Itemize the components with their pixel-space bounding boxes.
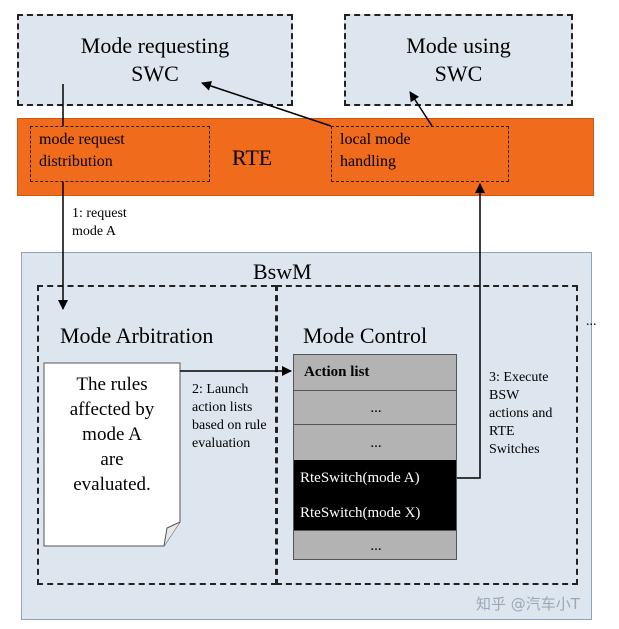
watermark: 知乎 @汽车小T — [476, 595, 580, 613]
step1-label: 1: request mode A — [72, 206, 127, 239]
mode-using-swc: Mode using SWC — [344, 14, 573, 106]
mode-request-distribution-box: mode request distribution — [30, 126, 210, 182]
action-row: ... — [294, 424, 456, 461]
mode-requesting-swc: Mode requesting SWC — [17, 14, 293, 106]
action-row-rteswitch-mode-x: RteSwitch(mode X) — [294, 496, 456, 530]
outside-ellipsis: ... — [586, 314, 597, 329]
mode-control-section — [276, 285, 578, 585]
step2-label: 2: Launch action lists based on rule eva… — [192, 382, 267, 451]
local-mode-handling-box: local mode handling — [331, 126, 509, 182]
action-row-rteswitch-mode-a: RteSwitch(mode A) — [294, 460, 456, 496]
action-list: Action list ... ... RteSwitch(mode A) Rt… — [293, 354, 457, 560]
rte-title: RTE — [232, 145, 273, 170]
bswm-title: BswM — [253, 259, 312, 284]
action-row: ... — [294, 530, 456, 559]
mode-arbitration-title: Mode Arbitration — [60, 323, 214, 348]
rules-document-text: The rules affected by mode A are evaluat… — [69, 374, 155, 495]
action-row: ... — [294, 390, 456, 425]
step3-label: 3: Execute BSW actions and RTE Switches — [489, 370, 553, 457]
action-list-header: Action list — [294, 355, 456, 390]
mode-control-title: Mode Control — [303, 323, 428, 348]
